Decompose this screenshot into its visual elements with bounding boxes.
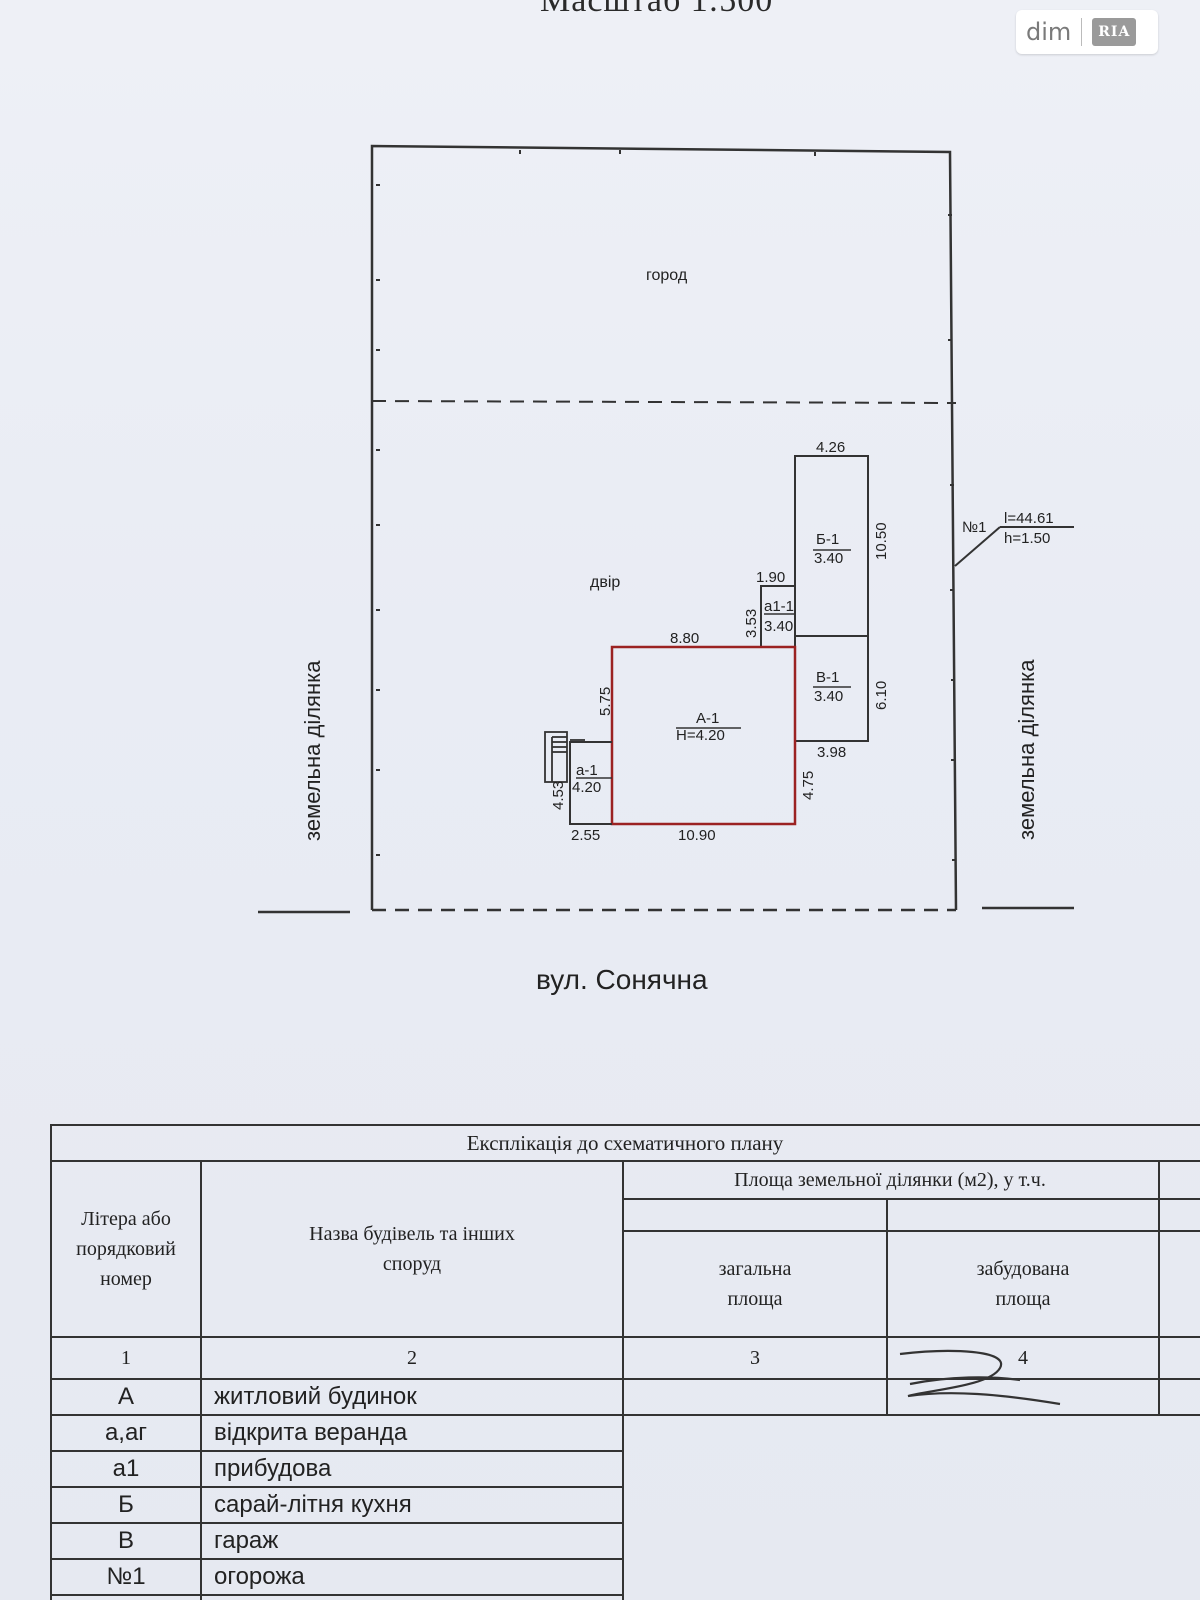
table-row-letter: а1 [112,1455,140,1482]
table-row-letter: а,аг [104,1419,148,1446]
table-row-name: житловий будинок [214,1383,417,1410]
watermark-ria-logo: RIA [1092,18,1137,46]
dim-a1-top: 1.90 [756,569,785,586]
scale-label: Масштаб 1:500 [540,0,774,19]
table-row-letter: Б [118,1491,134,1518]
dim-a-top: 8.80 [670,630,699,647]
annex-a1 [760,585,796,648]
col-number-3: 3 [750,1346,760,1369]
col-header-total-area: загальна площа [718,1258,792,1310]
watermark-divider [1081,18,1083,46]
annex-a1-height: 3.40 [764,618,793,635]
zone-label-yard: двір [590,574,620,591]
veranda-a [569,741,612,825]
veranda-a-label: а-1 [576,762,598,779]
dim-a1-side: 3.53 [743,609,760,638]
col-header-built-area: забудована площа [976,1258,1070,1310]
side-label-right: земельна ділянка [1014,659,1039,840]
annex-a1-label: а1-1 [764,598,794,615]
dim-a-right: 4.75 [800,771,817,800]
house-a [610,645,797,826]
fence-length: l=44.61 [1004,510,1054,527]
zone-label-garden: город [646,267,688,284]
col-header-name: Назва будівель та інших споруд [309,1223,515,1275]
table-row-letter: А [117,1383,134,1410]
table-row-name: огорожа [214,1563,305,1590]
fence-number: №1 [962,519,986,536]
dim-b-side: 10.50 [873,522,890,560]
dim-a-left: 5.75 [597,687,614,716]
dim-b-top: 4.26 [816,439,845,456]
dim-a-bottom: 10.90 [678,827,716,844]
col-number-1: 1 [121,1346,131,1369]
dim-v-side: 6.10 [873,681,890,710]
table-row-letter: В [117,1527,134,1554]
dim-v-bottom: 3.98 [817,744,846,761]
house-a-label: А-1 [696,710,719,727]
garden-yard-divider [371,400,957,404]
fence-leader [954,526,1074,567]
explication-table: Експлікація до схематичного плану Площа … [50,1124,1200,1600]
building-b-label: Б-1 [816,531,839,548]
explication-title: Експлікація до схематичного плану [466,1131,784,1155]
side-label-left: земельна ділянка [300,660,325,841]
fence-height: h=1.50 [1004,530,1050,547]
building-v-height: 3.40 [814,688,843,705]
building-b-height: 3.40 [814,550,843,567]
table-row-name: гараж [214,1527,279,1554]
area-group-header: Площа земельної ділянки (м2), у т.ч. [734,1169,1046,1191]
site-plan: город двір земельна ділянка земельна діл… [258,144,1074,914]
house-a-height: H=4.20 [676,727,725,744]
boundary-ticks [376,150,956,861]
table-row-name: прибудова [214,1455,332,1482]
dim-veranda-bottom: 2.55 [571,827,600,844]
col-number-2: 2 [407,1346,417,1369]
steps-icon [544,731,585,783]
building-v-label: В-1 [816,669,839,686]
dim-veranda-side: 4.53 [550,781,567,810]
col-header-letter: Літера або порядковий номер [76,1208,176,1290]
veranda-a-height: 4.20 [572,779,601,796]
plot-boundary [370,144,958,911]
handwritten-scribble-signature [899,1349,1061,1406]
street-name: вул. Сонячна [536,964,708,995]
col-number-4: 4 [1018,1346,1028,1369]
table-row-letter: №1 [106,1563,146,1590]
table-row-name: сарай-літня кухня [214,1491,412,1518]
table-row-name: відкрита веранда [214,1419,408,1446]
watermark-brand-text: dim [1026,18,1072,46]
dimria-watermark: dim RIA [1016,10,1158,54]
